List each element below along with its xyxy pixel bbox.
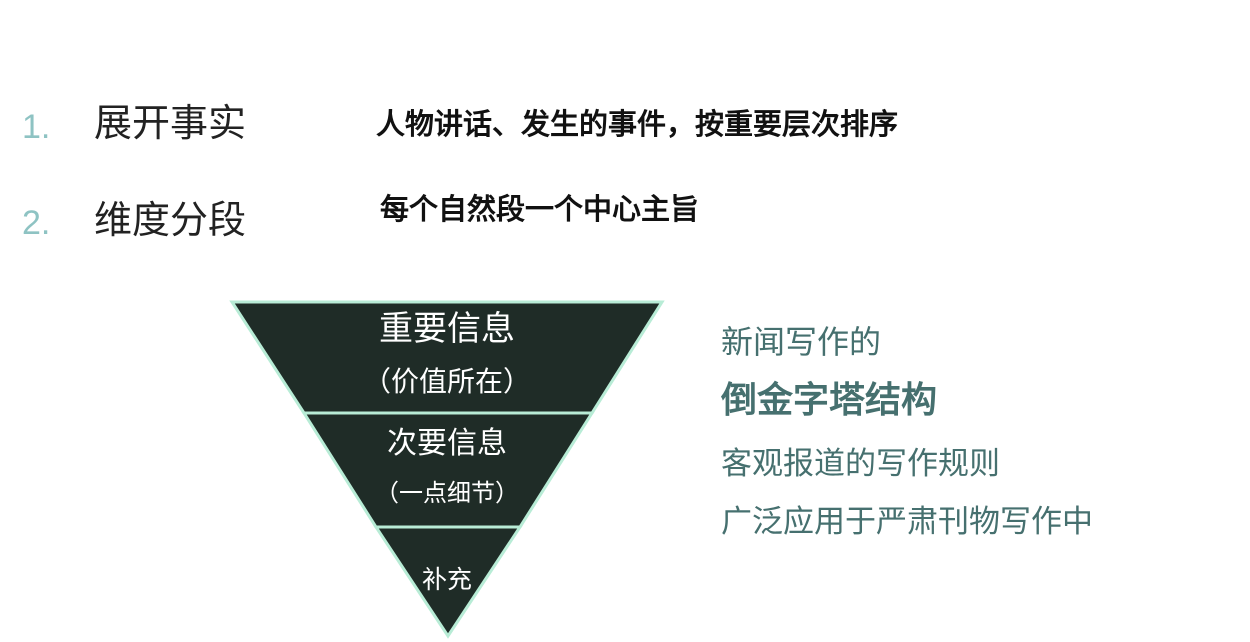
item-number: 1. xyxy=(22,108,51,146)
item-number: 2. xyxy=(22,204,51,242)
pyramid-middle-title: 次要信息 xyxy=(387,426,507,461)
item-description: 人物讲话、发生的事件，按重要层次排序 xyxy=(376,107,899,141)
side-text-heading: 倒金字塔结构 xyxy=(721,380,938,421)
inverted-pyramid-diagram: 重要信息 （价值所在） 次要信息 （一点细节） 补充 xyxy=(226,296,670,642)
side-text-line-3: 客观报道的写作规则 xyxy=(721,446,1000,482)
side-text-line-1: 新闻写作的 xyxy=(721,323,882,361)
side-text-line-4: 广泛应用于严肃刊物写作中 xyxy=(721,504,1093,540)
item-title: 维度分段 xyxy=(94,198,247,242)
pyramid-tier-bottom xyxy=(373,525,523,639)
pyramid-top-subtitle: （价值所在） xyxy=(362,365,531,398)
pyramid-top-title: 重要信息 xyxy=(379,309,515,349)
pyramid-shape xyxy=(229,300,665,639)
item-title: 展开事实 xyxy=(94,101,247,145)
item-description: 每个自然段一个中心主旨 xyxy=(380,192,700,226)
pyramid-bottom-title: 补充 xyxy=(421,565,472,594)
pyramid-middle-subtitle: （一点细节） xyxy=(375,479,519,507)
